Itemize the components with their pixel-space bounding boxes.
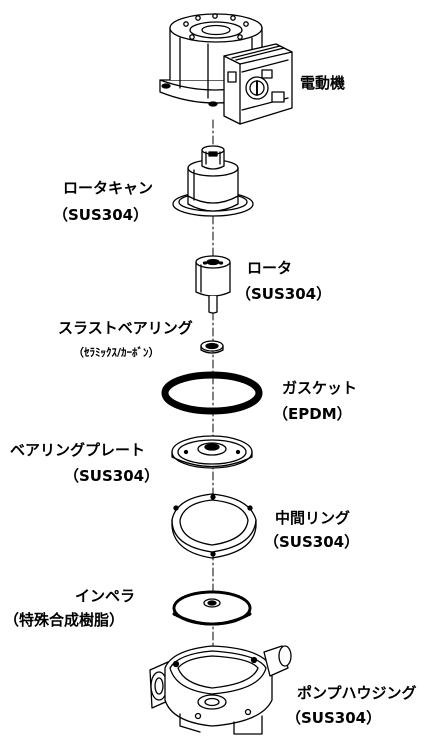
pump-housing-material: （SUS304）	[286, 709, 382, 727]
middle-ring-label: 中間リング	[275, 509, 351, 527]
rotor-can-label: ロータキャン	[63, 179, 154, 197]
thrust-bearing-drawing	[200, 340, 224, 354]
gasket-label: ガスケット	[282, 379, 358, 397]
impeller-drawing	[172, 590, 252, 626]
impeller-label: インペラ	[75, 587, 136, 605]
bearing-plate-material: （SUS304）	[64, 467, 160, 485]
pump-housing-label: ポンプハウジング	[297, 684, 417, 702]
thrust-bearing-material: （ｾﾗﾐｯｸｽ/ｶｰﾎﾞﾝ）	[73, 346, 160, 359]
motor-label: 電動機	[300, 74, 346, 92]
bearing-plate-drawing	[171, 435, 253, 469]
gasket-material: （EPDM）	[273, 405, 352, 423]
bearing-plate-label: ベアリングプレート	[10, 441, 146, 459]
rotor-can-material: （SUS304）	[53, 206, 149, 224]
gasket-drawing	[161, 371, 263, 415]
rotor-material: （SUS304）	[236, 285, 332, 303]
thrust-bearing-label: スラストベアリング	[58, 319, 193, 337]
rotor-label: ロータ	[247, 259, 293, 277]
motor-drawing	[159, 13, 293, 125]
rotor-can-drawing	[172, 145, 254, 217]
middle-ring-material: （SUS304）	[264, 533, 360, 551]
pump-housing-drawing	[149, 645, 292, 735]
impeller-material: （特殊合成樹脂）	[4, 611, 125, 629]
rotor-drawing	[195, 255, 231, 314]
middle-ring-drawing	[171, 493, 257, 559]
